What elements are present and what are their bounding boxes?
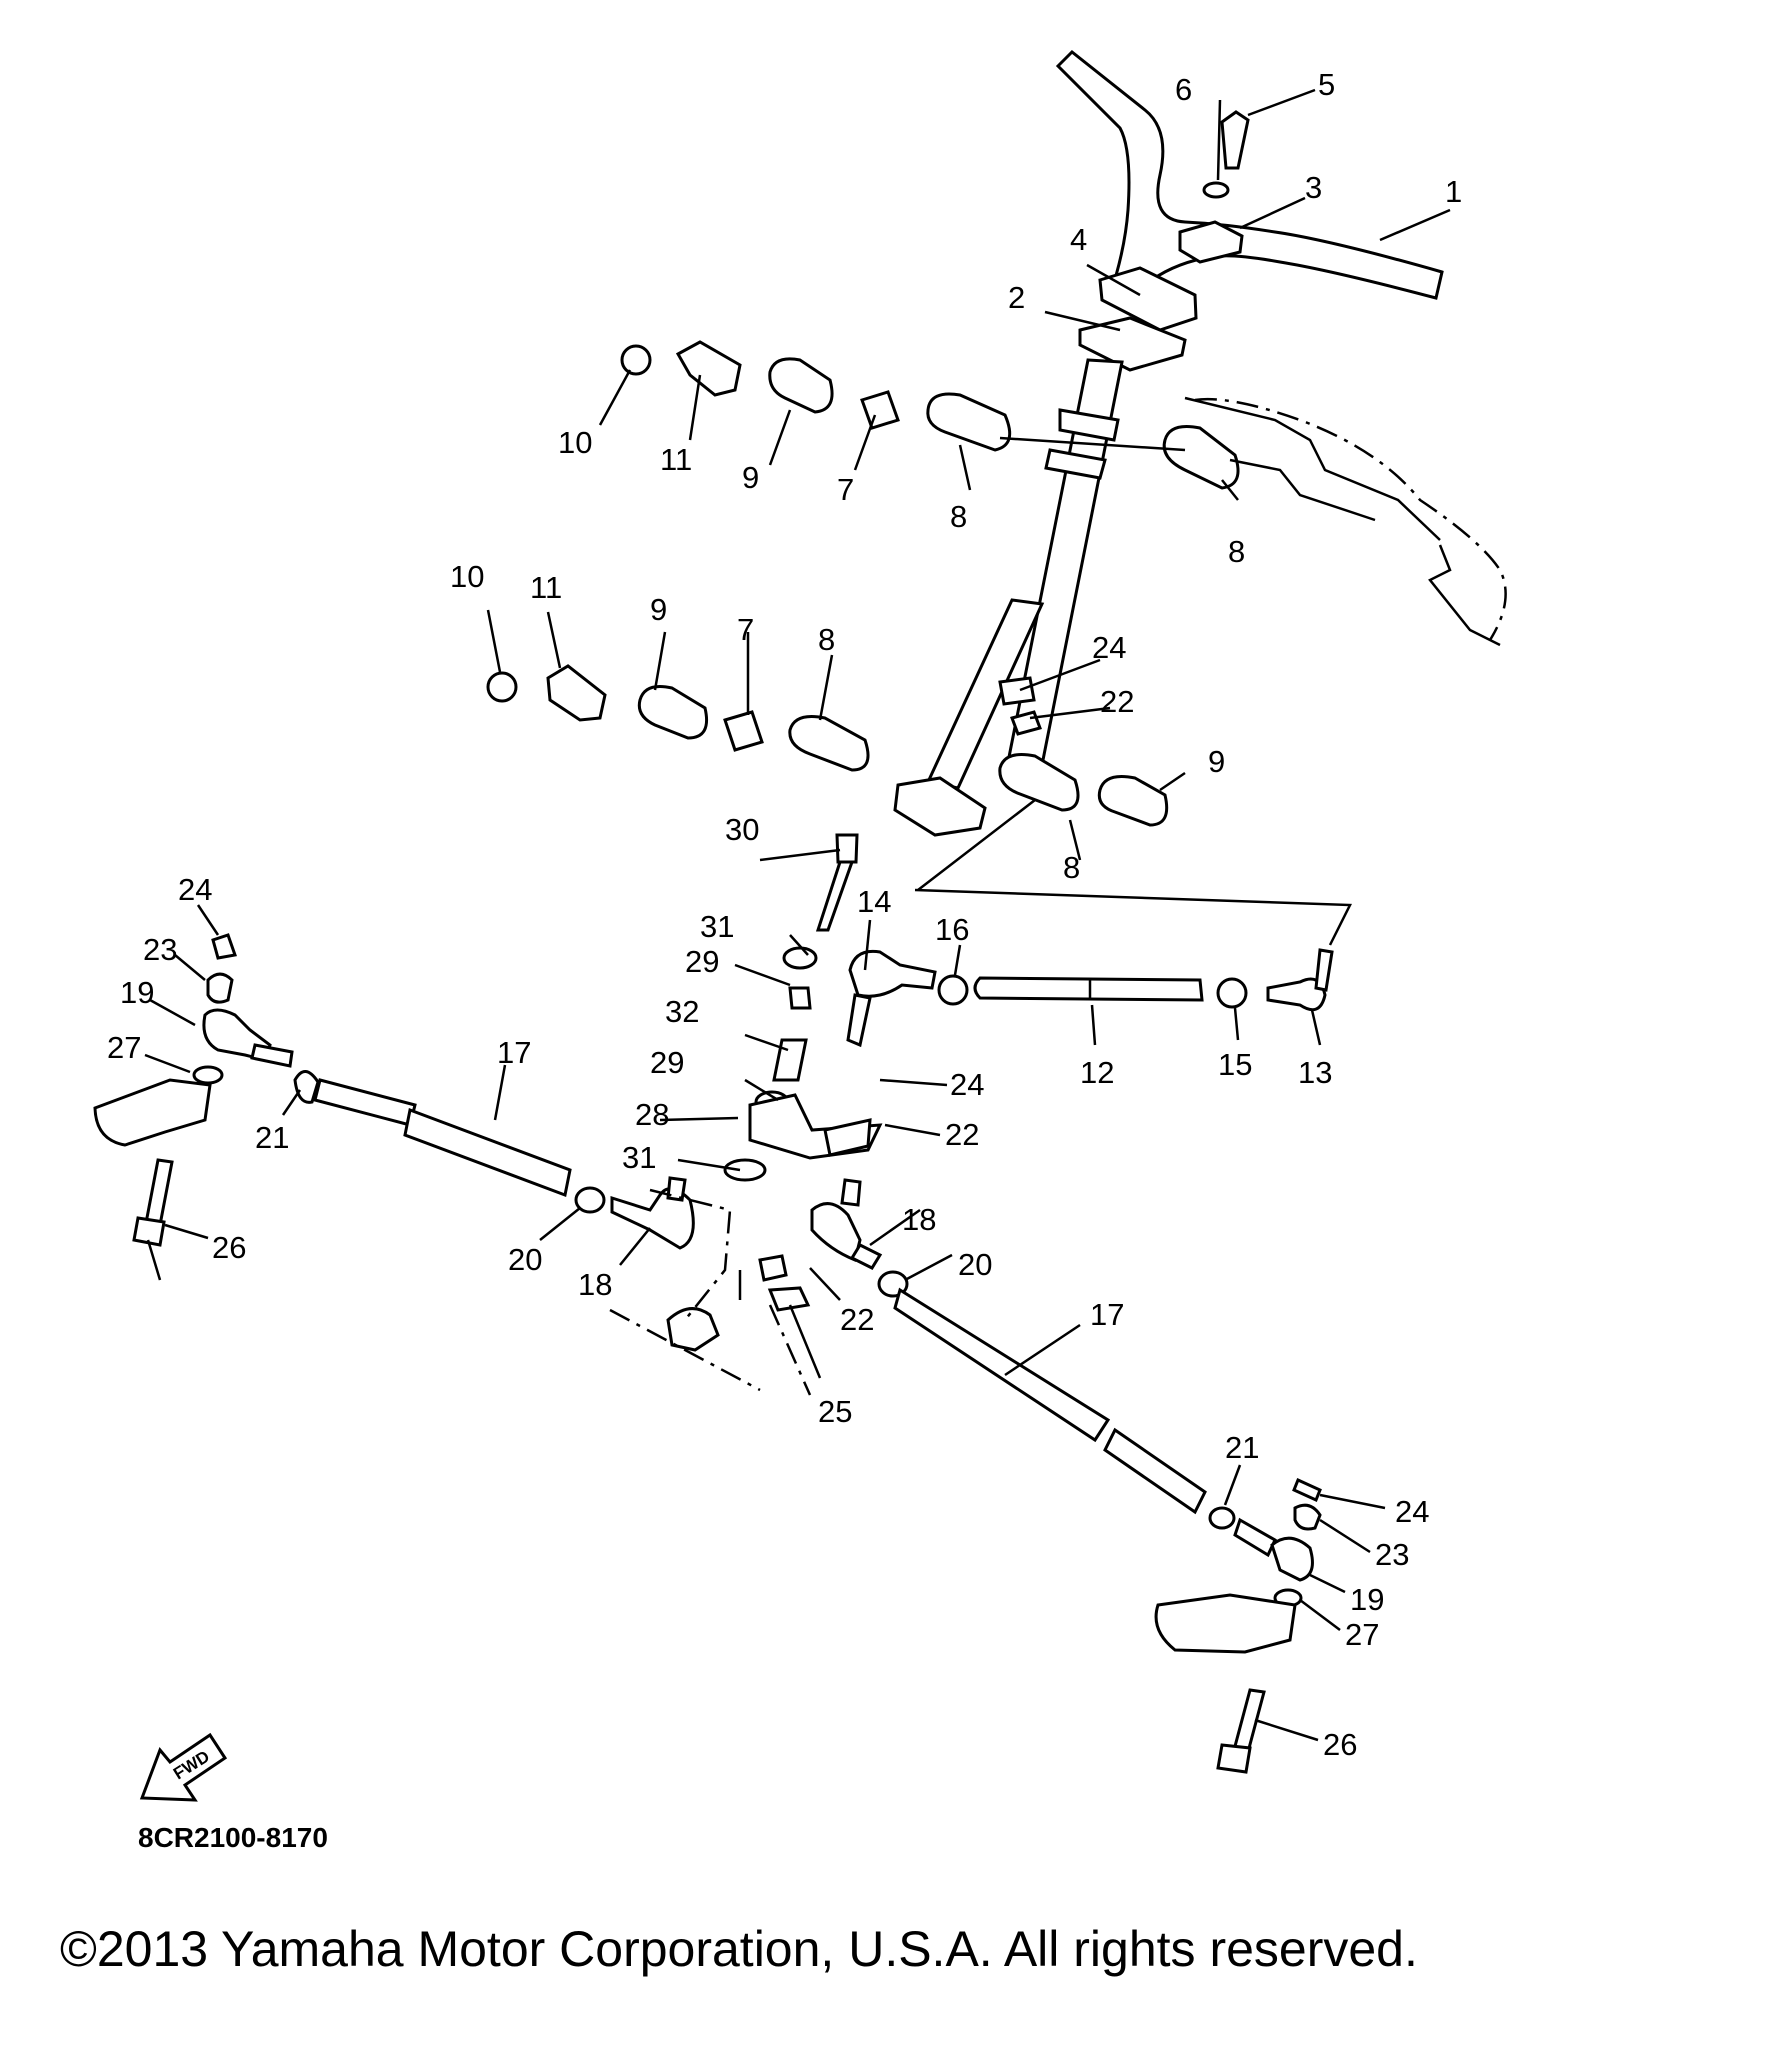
- callout-c17a: 17: [497, 1035, 531, 1070]
- callout-c11a: 11: [660, 442, 692, 477]
- callout-c20a: 20: [508, 1242, 542, 1277]
- callout-c23b: 23: [1375, 1537, 1409, 1572]
- copyright-notice: ©2013 Yamaha Motor Corporation, U.S.A. A…: [60, 1921, 1418, 1977]
- callout-c8c: 8: [818, 622, 835, 657]
- callout-c10b: 10: [450, 559, 484, 594]
- callout-c12: 12: [1080, 1055, 1114, 1090]
- callout-c19b: 19: [1350, 1582, 1384, 1617]
- pitman-arm-assembly: [723, 833, 883, 1182]
- diagram-code: 8CR2100-8170: [138, 1822, 328, 1853]
- callout-c14: 14: [857, 884, 891, 919]
- callout-c8d: 8: [1063, 850, 1080, 885]
- callout-c22c: 22: [840, 1302, 874, 1337]
- handlebar-holders: [1078, 110, 1250, 372]
- callout-c28: 28: [635, 1097, 669, 1132]
- callout-c23a: 23: [143, 932, 177, 967]
- callout-c32: 32: [665, 994, 699, 1029]
- frame-outline: [1184, 396, 1507, 647]
- callout-c27b: 27: [1345, 1617, 1379, 1652]
- fwd-arrow: FWD: [139, 1732, 228, 1802]
- right-tie-rod-assembly: [810, 1178, 1322, 1774]
- callout-c22a: 22: [1100, 684, 1134, 719]
- callout-c18a: 18: [578, 1267, 612, 1302]
- callout-c29b: 29: [650, 1045, 684, 1080]
- callout-c1: 1: [1445, 174, 1462, 209]
- callout-c26b: 26: [1323, 1727, 1357, 1762]
- callout-c11b: 11: [530, 570, 562, 605]
- callout-c17b: 17: [1090, 1297, 1124, 1332]
- callout-c27a: 27: [107, 1030, 141, 1065]
- upper-column-holder-set: [620, 340, 1240, 490]
- callout-c3: 3: [1305, 170, 1322, 205]
- callout-c16: 16: [935, 912, 969, 947]
- callout-c24d: 24: [1395, 1494, 1429, 1529]
- callout-c24b: 24: [950, 1067, 984, 1102]
- callout-c18b: 18: [902, 1202, 936, 1237]
- callout-c24c: 24: [178, 872, 212, 907]
- lower-bracket-parts: [609, 1188, 812, 1396]
- callout-c30: 30: [725, 812, 759, 847]
- callout-c8b: 8: [1228, 534, 1245, 569]
- callout-c7a: 7: [837, 472, 854, 507]
- callout-c21a: 21: [255, 1120, 289, 1155]
- callout-c31a: 31: [700, 909, 734, 944]
- callout-c10a: 10: [558, 425, 592, 460]
- handlebar: [1055, 49, 1444, 300]
- callout-c6: 6: [1175, 72, 1192, 107]
- callout-c7b: 7: [737, 612, 754, 647]
- callout-c13: 13: [1298, 1055, 1332, 1090]
- lower-column-holder-set: [486, 664, 1169, 827]
- callout-c29a: 29: [685, 944, 719, 979]
- callout-c8a: 8: [950, 499, 967, 534]
- callout-c9c: 9: [1208, 744, 1225, 779]
- steering-column: [893, 358, 1124, 837]
- callout-c5: 5: [1318, 67, 1335, 102]
- leader-lines: [144, 88, 1451, 1742]
- callout-c24a: 24: [1092, 630, 1126, 665]
- callout-c26a: 26: [212, 1230, 246, 1265]
- callout-c2: 2: [1008, 280, 1025, 315]
- callout-c21b: 21: [1225, 1430, 1259, 1465]
- relay-rod-row: [846, 799, 1352, 1048]
- callout-c20b: 20: [958, 1247, 992, 1282]
- callout-c9b: 9: [650, 592, 667, 627]
- callout-c25: 25: [818, 1394, 852, 1429]
- callout-c15: 15: [1218, 1047, 1252, 1082]
- callout-c31b: 31: [622, 1140, 656, 1175]
- callout-c22b: 22: [945, 1117, 979, 1152]
- callout-c4: 4: [1070, 222, 1087, 257]
- left-tie-rod-assembly: [93, 933, 695, 1250]
- callout-c9a: 9: [742, 460, 759, 495]
- callout-c19a: 19: [120, 975, 154, 1010]
- callout-numbers: 1 2 3 4 5 6 7 8 8 9 10 11 10 11 9 7 8 24…: [107, 67, 1462, 1762]
